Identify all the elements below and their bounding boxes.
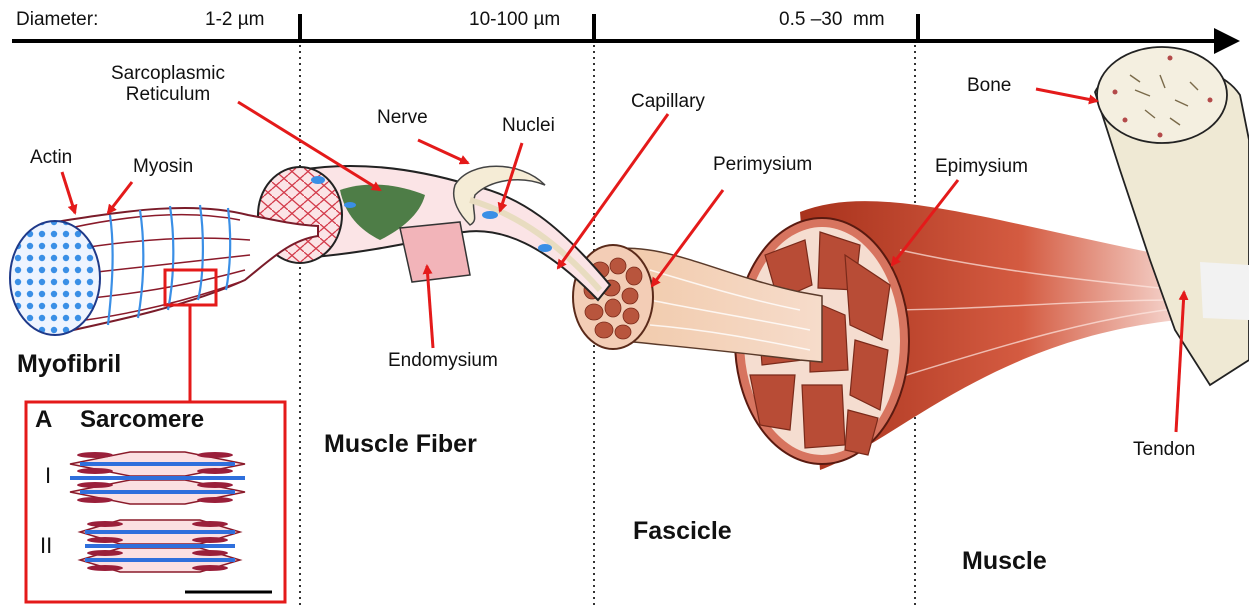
label-nuclei: Nuclei (502, 116, 555, 137)
tendon-bone (1095, 47, 1249, 385)
diameter-scale-axis (12, 14, 1240, 54)
label-bone: Bone (967, 76, 1011, 97)
section-myofibril: Myofibril (17, 350, 121, 379)
label-nerve: Nerve (377, 108, 428, 129)
label-actin: Actin (30, 148, 72, 169)
label-epimysium: Epimysium (935, 157, 1028, 178)
sarcomere-row-i (70, 452, 245, 504)
label-perimysium: Perimysium (713, 155, 812, 176)
inset-row-i: I (45, 464, 51, 488)
inset-panel-letter: A (35, 406, 52, 434)
section-fascicle: Fascicle (633, 517, 732, 546)
label-endomysium: Endomysium (388, 351, 498, 372)
scale-range-fascicle: 0.5 –30 mm (779, 9, 885, 31)
scale-range-myofibril: 1-2 µm (205, 9, 265, 31)
section-muscle-fiber: Muscle Fiber (324, 430, 477, 459)
label-myosin: Myosin (133, 157, 193, 178)
section-muscle: Muscle (962, 547, 1047, 576)
label-sarcoplasmic-reticulum: Sarcoplasmic Reticulum (100, 64, 236, 106)
scale-range-fiber: 10-100 µm (469, 9, 560, 31)
sarcomere-row-ii (80, 520, 240, 572)
inset-title: Sarcomere (80, 406, 204, 434)
scale-title: Diameter: (16, 9, 98, 31)
label-tendon: Tendon (1133, 440, 1195, 461)
label-capillary: Capillary (631, 92, 705, 113)
inset-row-ii: II (40, 534, 52, 558)
